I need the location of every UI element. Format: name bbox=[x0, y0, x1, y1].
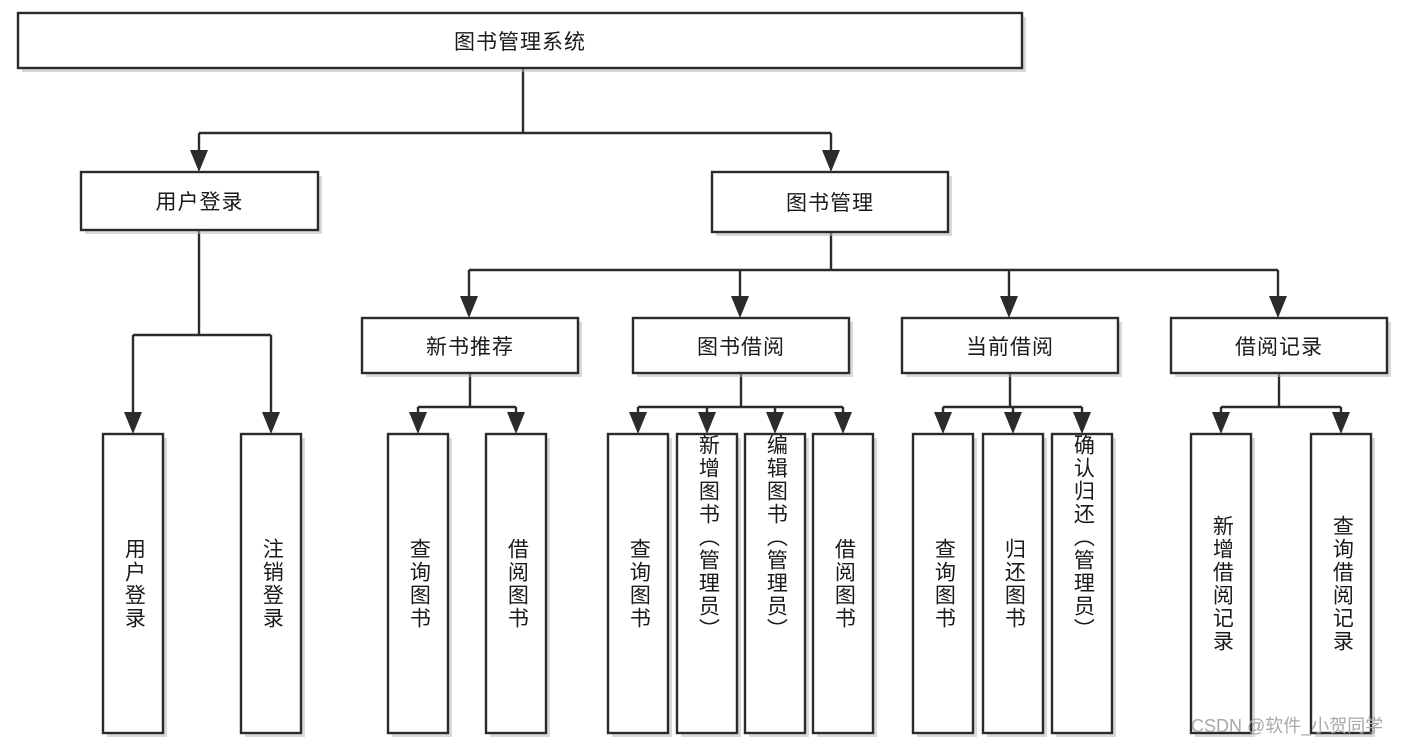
arrow-head-leaf-confirm-return-admin bbox=[1073, 412, 1091, 434]
arrow-head-user-login bbox=[190, 150, 208, 172]
arrow-head-borrow-record bbox=[1269, 296, 1287, 318]
node-box-leaf-borrow-book-recommend[interactable] bbox=[484, 432, 548, 735]
connector-group bbox=[124, 68, 1350, 434]
node-box-book-manage[interactable] bbox=[710, 170, 950, 234]
arrow-head-current-borrow bbox=[1000, 296, 1018, 318]
arrow-head-leaf-edit-book-admin bbox=[766, 412, 784, 434]
arrow-head-book-borrow bbox=[731, 296, 749, 318]
arrow-head-leaf-user-logout bbox=[262, 412, 280, 434]
node-box-leaf-user-login[interactable] bbox=[101, 432, 165, 735]
node-box-leaf-add-book-admin[interactable] bbox=[675, 432, 739, 735]
node-box-leaf-query-book-recommend[interactable] bbox=[386, 432, 450, 735]
arrow-head-leaf-query-borrow-record bbox=[1332, 412, 1350, 434]
arrow-head-leaf-add-borrow-record bbox=[1212, 412, 1230, 434]
arrow-head-leaf-query-book-recommend bbox=[409, 412, 427, 434]
arrow-head-leaf-borrow-book-recommend bbox=[507, 412, 525, 434]
node-box-leaf-user-logout[interactable] bbox=[239, 432, 303, 735]
node-box-leaf-borrow-book[interactable] bbox=[811, 432, 875, 735]
arrow-head-book-manage bbox=[822, 150, 840, 172]
node-box-leaf-query-borrow-record[interactable] bbox=[1309, 432, 1373, 735]
node-box-new-book-recommend[interactable] bbox=[360, 316, 580, 375]
arrow-head-leaf-add-book-admin bbox=[698, 412, 716, 434]
node-box-user-login[interactable] bbox=[79, 170, 320, 232]
arrow-head-leaf-user-login bbox=[124, 412, 142, 434]
node-box-leaf-query-book-borrow[interactable] bbox=[606, 432, 670, 735]
node-box-leaf-return-book[interactable] bbox=[981, 432, 1045, 735]
node-box-leaf-edit-book-admin[interactable] bbox=[743, 432, 807, 735]
node-box-borrow-record[interactable] bbox=[1169, 316, 1389, 375]
node-box-root[interactable] bbox=[16, 11, 1024, 70]
node-box-leaf-confirm-return-admin[interactable] bbox=[1050, 432, 1114, 735]
node-box-leaf-query-book-current[interactable] bbox=[911, 432, 975, 735]
arrow-head-new-book-recommend bbox=[460, 296, 478, 318]
node-box-current-borrow[interactable] bbox=[900, 316, 1120, 375]
node-box-group bbox=[16, 11, 1391, 737]
arrow-head-leaf-query-book-current bbox=[934, 412, 952, 434]
arrow-head-leaf-borrow-book bbox=[834, 412, 852, 434]
node-box-leaf-add-borrow-record[interactable] bbox=[1189, 432, 1253, 735]
arrow-head-leaf-query-book-borrow bbox=[629, 412, 647, 434]
arrow-head-leaf-return-book bbox=[1004, 412, 1022, 434]
node-box-book-borrow[interactable] bbox=[631, 316, 851, 375]
